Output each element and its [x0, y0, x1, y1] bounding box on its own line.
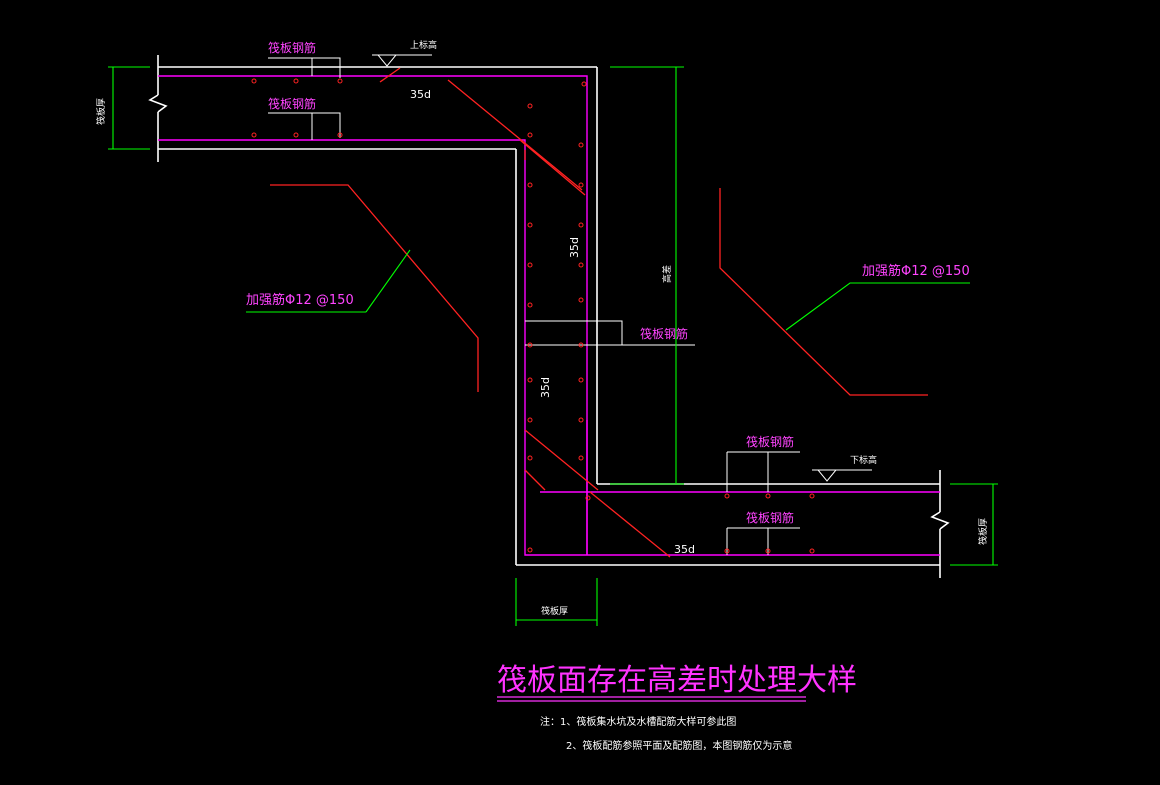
leader-reinforcing-left — [365, 249, 411, 313]
rebar-dot — [527, 103, 533, 109]
rebar-dot — [251, 78, 257, 84]
diag-bar-b — [447, 79, 583, 191]
diag-bar-e — [524, 429, 599, 491]
outer-rebar-upper — [158, 75, 588, 555]
rebar-dot — [578, 142, 584, 148]
label-upper-elevation: 上标高 — [410, 39, 437, 51]
inner-rebar-continuous — [158, 139, 940, 556]
rebar-dot — [581, 81, 587, 87]
label-wall-thickness: 筏板厚 — [541, 605, 568, 617]
rebar-dot — [578, 455, 584, 461]
rebar-dot — [527, 377, 533, 383]
rebar-dot — [724, 493, 730, 499]
rebar-dot — [527, 342, 533, 348]
rebar-dot — [765, 493, 771, 499]
label-anchor-35d-top: 35d — [410, 88, 431, 101]
label-reinforcing-right: 加强筋Φ12 @150 — [862, 263, 970, 279]
rebar-dot — [527, 222, 533, 228]
leader-raft-rebar-1b — [312, 57, 341, 78]
rebar-dot — [527, 132, 533, 138]
leader-raft-rebar-3 — [525, 320, 695, 346]
rebar-dot — [578, 182, 584, 188]
label-height-difference: 高差 — [661, 265, 673, 283]
lower-elevation-triangle — [816, 469, 838, 482]
label-raft-rebar-2: 筏板钢筋 — [268, 96, 316, 111]
leader-reinforcing-right — [785, 282, 970, 331]
rebar-dot — [293, 78, 299, 84]
rebar-dot — [527, 455, 533, 461]
dimension-lines — [108, 66, 998, 626]
label-lower-raft-thickness: 筏板厚 — [977, 518, 989, 545]
leader-raft-rebar-2 — [268, 112, 313, 140]
rebar-dots — [251, 78, 815, 554]
rebar-dot — [578, 377, 584, 383]
leader-lines — [268, 57, 800, 555]
reinforcing-bar-right — [719, 188, 928, 396]
drawing-title: 筏板面存在高差时处理大样 — [497, 663, 857, 698]
rebar-dot — [809, 493, 815, 499]
note-2: 2、筏板配筋参照平面及配筋图，本图钢筋仅为示意 — [566, 739, 792, 752]
rebar-dot — [578, 222, 584, 228]
upper-elevation-triangle — [376, 54, 398, 67]
concrete-outline — [148, 55, 950, 578]
rebar-dot — [809, 548, 815, 554]
label-raft-rebar-1: 筏板钢筋 — [268, 40, 316, 55]
label-upper-raft-thickness: 筏板厚 — [95, 98, 107, 125]
diag-bar-a — [379, 67, 401, 83]
rebar-dot — [585, 495, 591, 501]
reinforcing-bar-left — [270, 184, 479, 392]
label-raft-rebar-5: 筏板钢筋 — [746, 510, 794, 525]
rebar-dot — [527, 302, 533, 308]
rebar-dot — [765, 548, 771, 554]
diag-bar-f — [589, 491, 671, 558]
diag-bar-c — [519, 139, 586, 196]
rebar-dot — [578, 262, 584, 268]
main-rebars — [158, 75, 940, 556]
right-break-symbol — [930, 511, 950, 530]
rebar-dot — [527, 547, 533, 553]
rebar-dot — [293, 132, 299, 138]
diag-bar-g — [524, 469, 546, 491]
rebar-dot — [527, 182, 533, 188]
rebar-dot — [578, 297, 584, 303]
label-raft-rebar-3: 筏板钢筋 — [640, 326, 688, 341]
rebar-dot — [527, 262, 533, 268]
rebar-dot — [527, 417, 533, 423]
label-anchor-35d-wall-upper: 35d — [568, 237, 581, 258]
rebar-dot — [337, 132, 343, 138]
elevation-markers — [372, 54, 872, 482]
note-1: 注：1、筏板集水坑及水槽配筋大样可参此图 — [540, 715, 736, 728]
reinforcing-bars — [270, 184, 928, 396]
rebar-dot — [251, 132, 257, 138]
label-anchor-35d-wall-lower: 35d — [539, 377, 552, 398]
rebar-dot — [724, 548, 730, 554]
diagonal-bars — [379, 67, 671, 558]
rebar-dot — [578, 417, 584, 423]
left-break-symbol — [148, 94, 168, 113]
rebar-dot — [337, 78, 343, 84]
label-lower-elevation: 下标高 — [850, 454, 877, 466]
label-raft-rebar-4: 筏板钢筋 — [746, 434, 794, 449]
leader-raft-rebar-2b — [312, 112, 341, 138]
label-reinforcing-left: 加强筋Φ12 @150 — [246, 292, 354, 308]
label-anchor-35d-bottom: 35d — [674, 543, 695, 556]
rebar-dot — [578, 342, 584, 348]
